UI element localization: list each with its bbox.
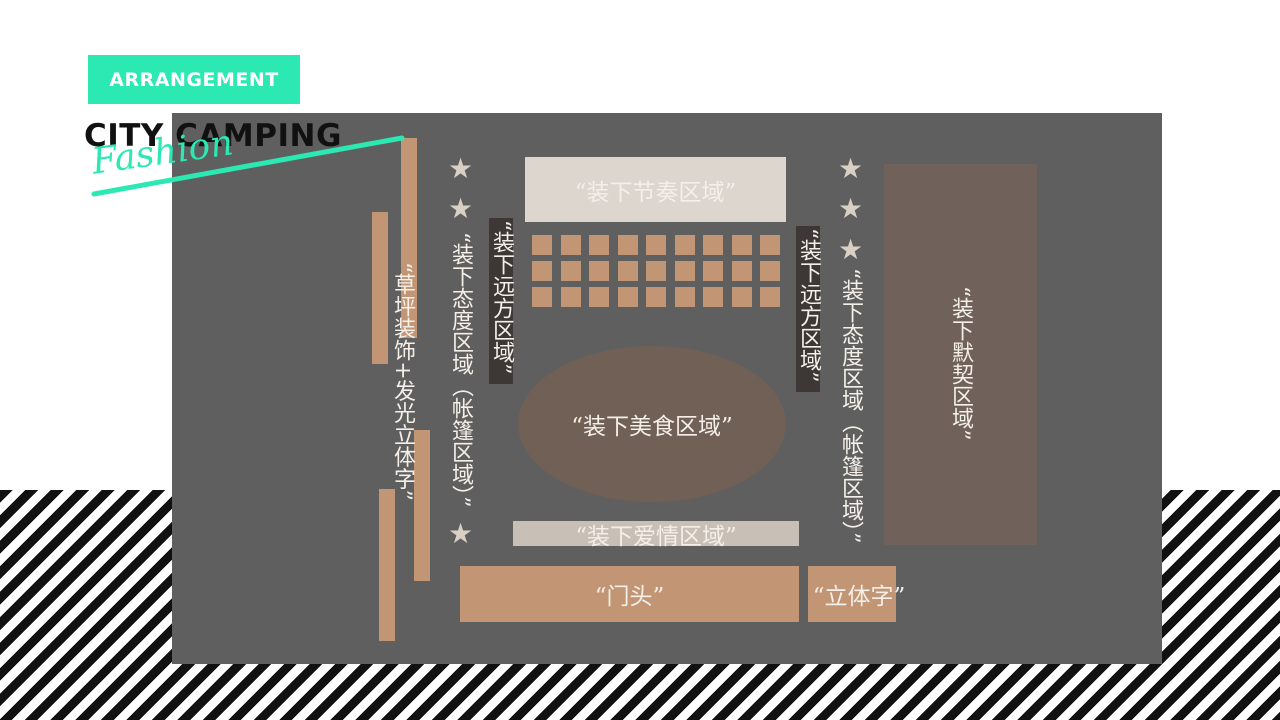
attitude-zone-left-label: “装下态度区域（帐篷区域）” xyxy=(448,232,473,508)
seat xyxy=(731,287,752,307)
seat xyxy=(589,287,609,307)
seat xyxy=(674,261,695,281)
seat xyxy=(703,235,723,255)
seat xyxy=(731,261,752,281)
star-icon: ★ xyxy=(838,192,864,225)
seat xyxy=(703,287,723,307)
love-zone-label: “装下爱情区域” xyxy=(575,523,737,550)
attitude-zone-right-label: “装下态度区域（帐篷区域）” xyxy=(838,268,863,544)
seat xyxy=(760,287,780,307)
food-zone-label: “装下美食区域” xyxy=(571,414,733,440)
seat xyxy=(674,235,695,255)
star-icon: ★ xyxy=(838,233,864,266)
tacit-zone xyxy=(884,164,1037,545)
seat xyxy=(617,287,638,307)
page-title: CITY CAMPING xyxy=(84,118,342,154)
letters-zone xyxy=(808,566,896,622)
seat xyxy=(703,261,723,281)
rhythm-zone xyxy=(525,157,786,222)
gate-zone-label: “门头” xyxy=(594,584,665,610)
script-overlay: Fashion xyxy=(88,122,405,197)
seat xyxy=(617,235,638,255)
star-icon: ★ xyxy=(448,192,474,225)
seat xyxy=(646,261,666,281)
seat xyxy=(617,261,638,281)
left-bar-4 xyxy=(379,489,395,641)
rhythm-zone-label: “装下节奏区域” xyxy=(574,179,737,206)
seat xyxy=(760,261,780,281)
seat xyxy=(646,235,666,255)
seat xyxy=(560,261,581,281)
star-icon: ★ xyxy=(838,152,864,185)
seat xyxy=(532,235,552,255)
seat xyxy=(760,235,780,255)
seat xyxy=(560,235,581,255)
seat xyxy=(731,235,752,255)
star-icon: ★ xyxy=(448,152,474,185)
star-icon: ★ xyxy=(448,517,474,550)
seat xyxy=(560,287,581,307)
gate-zone xyxy=(460,566,799,622)
letters-zone-label: “立体字” xyxy=(812,584,906,610)
left-bar-2 xyxy=(401,138,417,338)
seat xyxy=(532,287,552,307)
food-zone xyxy=(518,346,786,502)
love-zone xyxy=(513,521,799,546)
seat xyxy=(589,235,609,255)
seating-grid xyxy=(532,235,780,307)
tacit-zone-label: “装下默契区域” xyxy=(948,286,973,441)
seat xyxy=(532,261,552,281)
seat xyxy=(589,261,609,281)
seat xyxy=(674,287,695,307)
far-zone-left-label: “装下远方区域” xyxy=(489,220,514,375)
script-underline xyxy=(91,135,405,197)
seat xyxy=(646,287,666,307)
far-zone-right-label: “装下远方区域” xyxy=(796,228,821,383)
left-bar-3 xyxy=(414,430,430,581)
section-tag: ARRANGEMENT xyxy=(88,55,300,104)
far-zone-right xyxy=(796,226,820,392)
lawn-zone-label: “草坪装饰+发光立体字” xyxy=(390,262,415,501)
far-zone-left xyxy=(489,218,513,384)
left-bar-1 xyxy=(372,212,388,364)
